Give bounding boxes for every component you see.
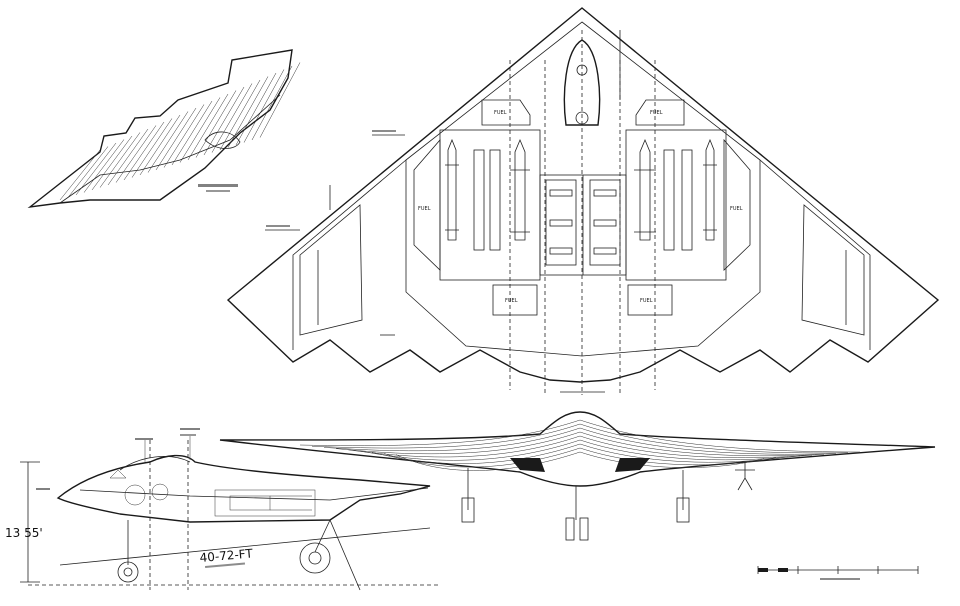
front-hatch-line [359, 439, 801, 461]
iso-hatch-line [139, 114, 181, 176]
fuel-label-fwd-left: FUEL [494, 110, 507, 116]
weapons-bays [439, 129, 727, 281]
iso-hatch-line [99, 132, 141, 188]
front-hatch-line [299, 419, 861, 453]
fuel-label-left: FUEL [418, 206, 431, 212]
iso-hatch-line [115, 125, 157, 183]
plan-view-aircraft-icon [226, 7, 940, 383]
iso-hatch-line [147, 111, 189, 173]
fuel-label-right: FUEL [730, 206, 743, 212]
iso-hatch-line [171, 100, 213, 166]
front-hatch-line [323, 427, 837, 455]
fuel-label-bay-left: FUEL [505, 298, 518, 304]
iso-hatch-line [243, 69, 285, 143]
front-hatch-line [311, 423, 849, 454]
engine-bay [545, 175, 621, 275]
iso-hatch-line [131, 118, 173, 178]
front-hatch-line [383, 447, 777, 468]
plan-dimensions [265, 130, 605, 393]
front-hatching [299, 419, 861, 471]
side-internals [109, 469, 316, 517]
iso-hatch-line [75, 142, 117, 196]
left-intake [510, 458, 545, 472]
side-callouts [36, 428, 200, 490]
side-view: 13 55' 40-72-FT [5, 428, 440, 591]
length-dimension: 40-72-FT [199, 546, 254, 565]
front-landing-gear [461, 462, 755, 541]
iso-hatch-line [59, 149, 101, 201]
iso-hatch-line [67, 146, 109, 198]
iso-hatch-line [187, 93, 229, 161]
iso-hatch-line [155, 107, 197, 171]
iso-hatch-line [91, 135, 133, 191]
iso-hatch-line [219, 79, 261, 151]
iso-hatch-line [107, 128, 149, 186]
fuel-label-bay-right: FUEL [640, 298, 653, 304]
iso-hatch-line [203, 86, 245, 156]
isometric-cockpit [204, 131, 241, 149]
side-landing-gear [117, 519, 361, 591]
front-hatch-line [347, 435, 813, 458]
iso-hatch-line [235, 72, 277, 146]
side-view-aircraft-icon [56, 454, 431, 523]
iso-hatch-line [251, 65, 293, 141]
isometric-caption [198, 184, 238, 192]
iso-hatch-line [83, 139, 125, 193]
height-dimension: 13 55' [5, 526, 43, 540]
iso-hatch-line [179, 97, 221, 163]
iso-hatch-line [259, 62, 301, 138]
isometric-aircraft-icon [27, 49, 293, 209]
front-view-aircraft-icon [219, 411, 936, 487]
iso-hatch-line [123, 121, 165, 181]
isometric-hatching [59, 62, 301, 201]
scale-bar-icon [757, 566, 919, 580]
front-view [219, 411, 936, 541]
right-intake [615, 458, 650, 472]
front-hatch-line [335, 431, 825, 457]
cockpit-plan [563, 30, 621, 126]
missile-icons [445, 138, 717, 251]
isometric-view [27, 49, 301, 209]
iso-hatch-line [211, 83, 253, 153]
iso-hatch-line [195, 90, 237, 158]
front-hatch-line [395, 451, 765, 471]
fuel-label-fwd-right: FUEL [650, 110, 663, 116]
iso-hatch-line [163, 104, 205, 168]
plan-view: FUEL FUEL FUEL FUEL FUEL FUEL [226, 7, 940, 395]
front-hatch-line [371, 443, 789, 464]
